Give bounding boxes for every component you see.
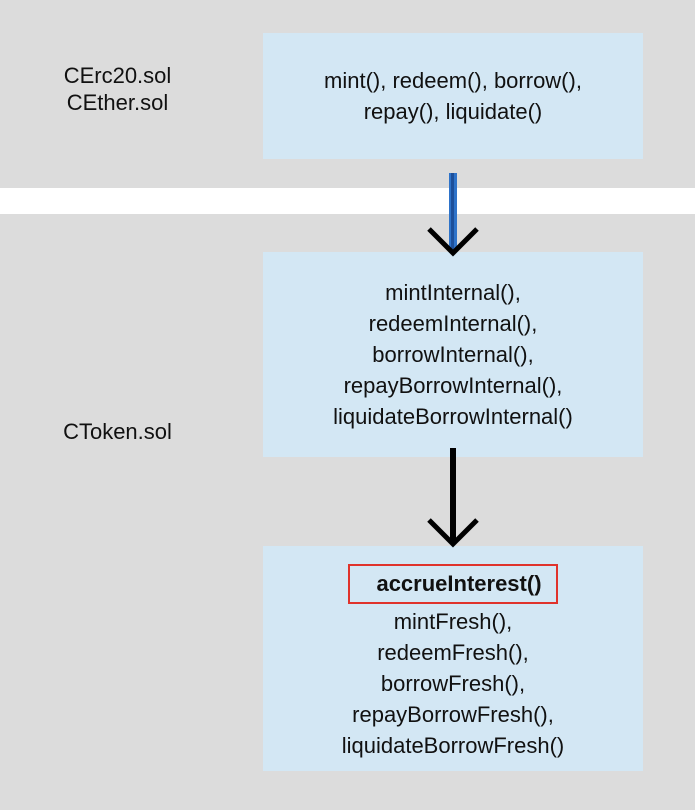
file-name-cether: CEther.sol [66,90,169,115]
internal-functions-box: mintInternal(), redeemInternal(), borrow… [263,252,643,457]
box-line: mintInternal(), [385,280,521,305]
top-file-label: CErc20.sol CEther.sol [40,62,195,116]
file-name-cerc20: CErc20.sol [63,63,172,88]
fresh-functions-box: accrueInterest() mintFresh(), redeemFres… [263,546,643,771]
file-name-ctoken: CToken.sol [63,419,172,444]
box-line: mintFresh(), [393,609,513,634]
box-line: redeemInternal(), [368,311,538,336]
box-line: redeemFresh(), [377,640,529,665]
public-functions-box: mint(), redeem(), borrow(), repay(), liq… [263,33,643,159]
box-line: repay(), liquidate() [363,99,543,124]
bottom-file-label: CToken.sol [40,418,195,445]
box-line: liquidateBorrowFresh() [341,733,565,758]
box-line: repayBorrowInternal(), [343,373,563,398]
box-line: repayBorrowFresh(), [352,702,554,727]
box-line: liquidateBorrowInternal() [333,404,573,429]
box-line: borrowFresh(), [380,671,526,696]
accrue-interest-highlight: accrueInterest() [348,564,558,604]
box-line: borrowInternal(), [372,342,534,367]
box-line: mint(), redeem(), borrow(), [324,68,582,93]
